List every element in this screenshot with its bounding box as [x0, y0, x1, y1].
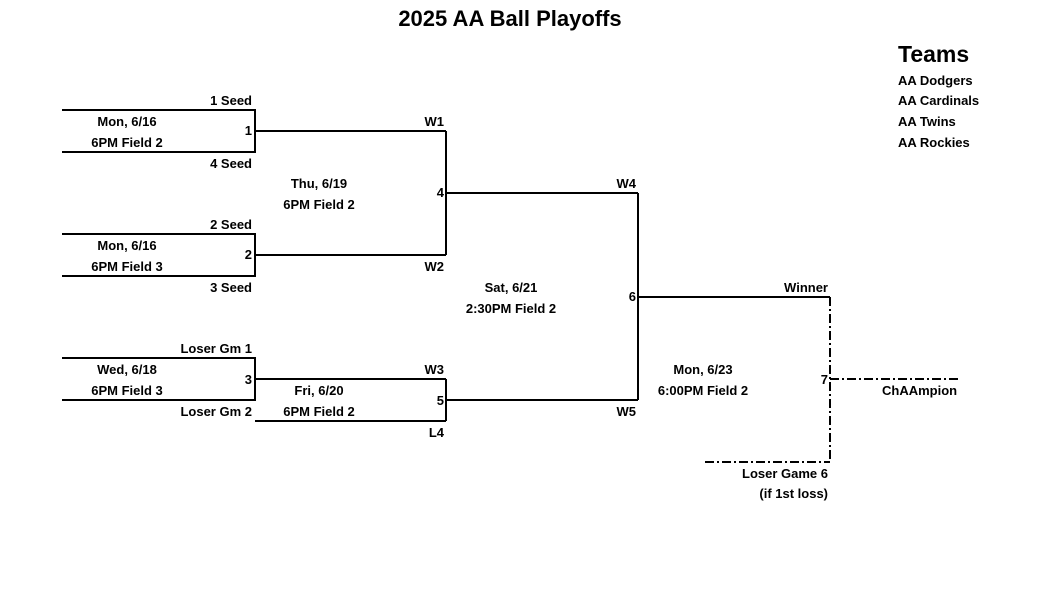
game4-time: 6PM Field 2 [283, 197, 355, 212]
game2-number: 2 [244, 247, 252, 262]
game6-top-entry: W4 [616, 176, 637, 191]
game5-top-entry: W3 [424, 362, 445, 377]
game2-top-seed: 2 Seed [210, 217, 252, 232]
game1-number: 1 [244, 123, 252, 138]
game5-bottom-entry: L4 [428, 425, 444, 440]
game6-number: 6 [628, 289, 636, 304]
game6-bottom-entry: W5 [616, 404, 637, 419]
game7-date: Mon, 6/23 [673, 362, 733, 377]
team-list-item: AA Dodgers [898, 73, 973, 88]
teams-heading: Teams [898, 41, 970, 67]
loser-game6-note: (if 1st loss) [759, 486, 828, 501]
game4-number: 4 [436, 185, 444, 200]
game5-date: Fri, 6/20 [294, 383, 344, 398]
game3-top-entry: Loser Gm 1 [180, 341, 252, 356]
game7-number: 7 [820, 372, 828, 387]
team-list-item: AA Rockies [898, 135, 970, 150]
champion-label: ChAAmpion [882, 383, 958, 398]
game3-date: Wed, 6/18 [97, 362, 157, 377]
game1-top-seed: 1 Seed [210, 93, 252, 108]
game5-number: 5 [436, 393, 444, 408]
game3-bottom-entry: Loser Gm 2 [180, 404, 252, 419]
game2-date: Mon, 6/16 [97, 238, 157, 253]
page-title: 2025 AA Ball Playoffs [398, 6, 622, 31]
game1-time: 6PM Field 2 [91, 135, 163, 150]
game2-bottom-seed: 3 Seed [210, 280, 252, 295]
game4-bottom-entry: W2 [424, 259, 445, 274]
game6-date: Sat, 6/21 [484, 280, 538, 295]
game2-time: 6PM Field 3 [91, 259, 163, 274]
team-list-item: AA Twins [898, 114, 956, 129]
game1-bottom-seed: 4 Seed [210, 156, 252, 171]
game4-date: Thu, 6/19 [290, 176, 348, 191]
loser-game6-label: Loser Game 6 [742, 466, 828, 481]
game6-time: 2:30PM Field 2 [465, 301, 557, 316]
game7-top-entry: Winner [784, 280, 828, 295]
game3-number: 3 [244, 372, 252, 387]
game7-time: 6:00PM Field 2 [657, 383, 749, 398]
team-list-item: AA Cardinals [898, 93, 980, 108]
game3-time: 6PM Field 3 [91, 383, 163, 398]
game1-date: Mon, 6/16 [97, 114, 157, 129]
game5-time: 6PM Field 2 [283, 404, 355, 419]
game4-top-entry: W1 [424, 114, 445, 129]
